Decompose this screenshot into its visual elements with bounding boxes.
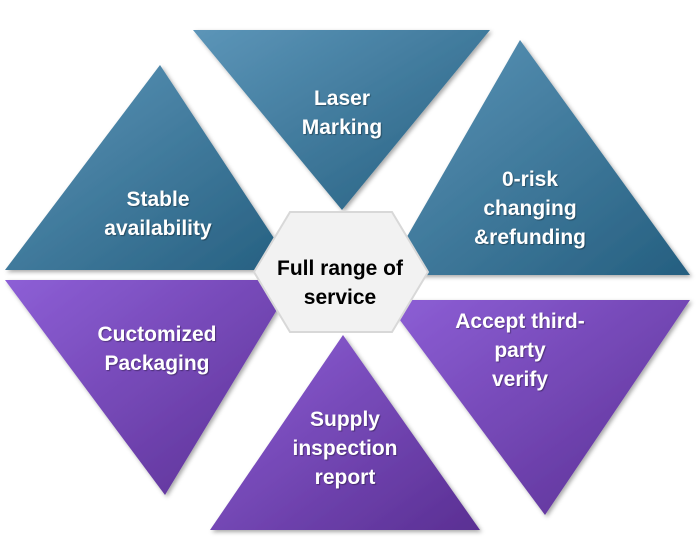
center-hexagon [252, 211, 430, 333]
segment-supply-inspection [210, 335, 480, 530]
label-accept-third-party: Accept third- party verify [455, 310, 585, 391]
label-laser-marking: Laser Marking [301, 87, 383, 139]
segment-customized-packaging [5, 280, 295, 495]
label-zero-risk: 0-risk changing &refunding [474, 168, 586, 249]
center-title: Full range of service [277, 257, 403, 309]
label-customized-packaging: Cuctomized Packaging [97, 323, 217, 375]
segment-stable-availability [5, 65, 295, 270]
segment-accept-third-party [385, 300, 690, 515]
segment-laser-marking [193, 30, 490, 210]
label-supply-inspection: Supply inspection report [292, 408, 398, 489]
segment-zero-risk [385, 40, 690, 275]
label-stable-availability: Stable availability [104, 188, 212, 240]
